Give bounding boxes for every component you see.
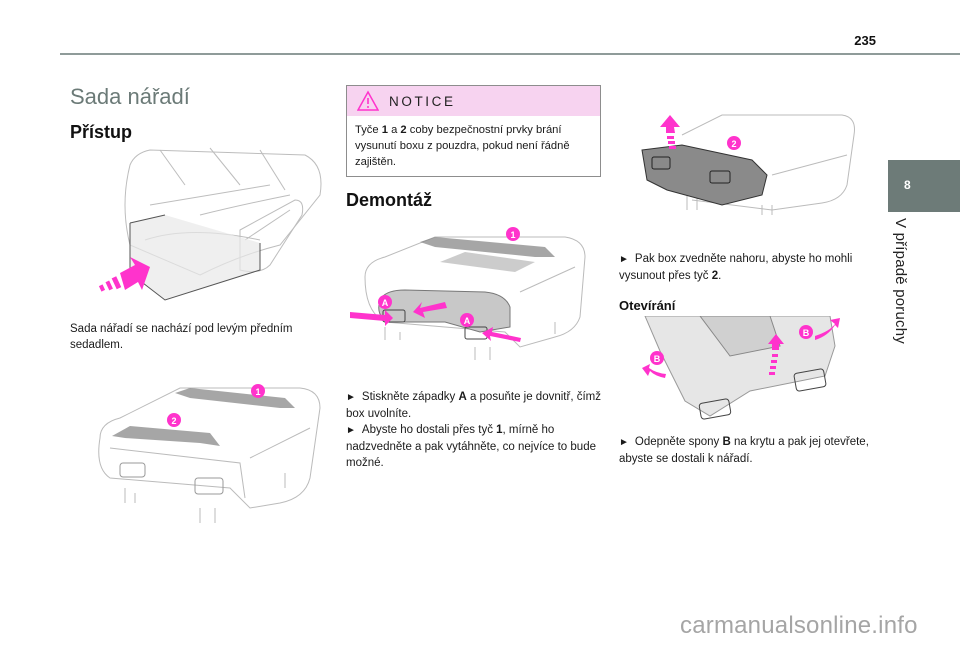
- step-lift-over-bar-1: ►Abyste ho dostali přes tyč 1, mírně ho …: [346, 424, 596, 469]
- bullet-arrow-icon: ►: [346, 392, 356, 403]
- svg-text:A: A: [382, 298, 389, 308]
- heading-access: Přístup: [70, 122, 133, 142]
- svg-text:B: B: [803, 328, 810, 338]
- label-2-icon: 2: [727, 136, 741, 150]
- notice-label: NOTICE: [389, 94, 456, 109]
- toolbox-location-text: Sada nářadí se nachází pod levým předním…: [70, 323, 293, 351]
- notice-header: NOTICE: [347, 86, 600, 116]
- label-a-icon: A: [460, 313, 474, 327]
- bullet-arrow-icon: ►: [346, 425, 356, 436]
- svg-text:2: 2: [731, 139, 736, 149]
- chapter-title-text: V případě poruchy: [892, 218, 909, 344]
- bullet-arrow-icon: ►: [619, 254, 629, 265]
- notice-box: NOTICE Tyče 1 a 2 coby bezpečnostní prvk…: [346, 85, 601, 177]
- svg-text:A: A: [464, 316, 471, 326]
- illustration-press-latches: 1 A A: [345, 222, 595, 362]
- chapter-title: V případě poruchy: [876, 218, 926, 398]
- label-1-icon: 1: [251, 384, 265, 398]
- heading-opening: Otevírání: [619, 298, 676, 313]
- illustration-lift-box: 2: [622, 105, 872, 225]
- watermark: carmanualsonline.info: [680, 612, 918, 639]
- svg-text:B: B: [654, 354, 661, 364]
- heading-removal: Demontáž: [346, 190, 433, 210]
- illustration-toolbox-holder: 1 2: [80, 368, 330, 528]
- section-title: Sada nářadí: [70, 84, 190, 109]
- warning-triangle-icon: [357, 90, 379, 111]
- illustration-seat-toolbox: [90, 145, 330, 305]
- push-arrow-icon: [350, 302, 521, 342]
- svg-text:1: 1: [510, 230, 515, 240]
- svg-text:2: 2: [171, 416, 176, 426]
- unclip-cover-step: ►Odepněte spony B na krytu a pak jej ote…: [619, 436, 869, 465]
- step-press-latches: ►Stiskněte západky A a posuňte je dovnit…: [346, 391, 601, 420]
- bullet-arrow-icon: ►: [619, 437, 629, 448]
- unclip-arrow-icon: [642, 318, 840, 378]
- label-a-icon: A: [378, 295, 392, 309]
- label-2-icon: 2: [167, 413, 181, 427]
- notice-text: Tyče 1 a 2 coby bezpečnostní prvky brání…: [355, 124, 570, 168]
- illustration-unclip-cover: B B: [630, 316, 850, 421]
- removal-steps: ►Stiskněte západky A a posuňte je dovnit…: [346, 389, 606, 471]
- label-b-icon: B: [799, 325, 813, 339]
- label-1-icon: 1: [506, 227, 520, 241]
- insert-arrow-icon: [98, 257, 150, 292]
- label-b-icon: B: [650, 351, 664, 365]
- svg-text:1: 1: [255, 387, 260, 397]
- page-number: 235: [854, 33, 876, 48]
- header-divider: [60, 53, 960, 55]
- lift-arrow-icon: [660, 115, 680, 149]
- chapter-tab[interactable]: 8: [888, 160, 960, 212]
- chapter-number: 8: [904, 178, 911, 192]
- lift-box-step: ►Pak box zvedněte nahoru, abyste ho mohl…: [619, 253, 853, 282]
